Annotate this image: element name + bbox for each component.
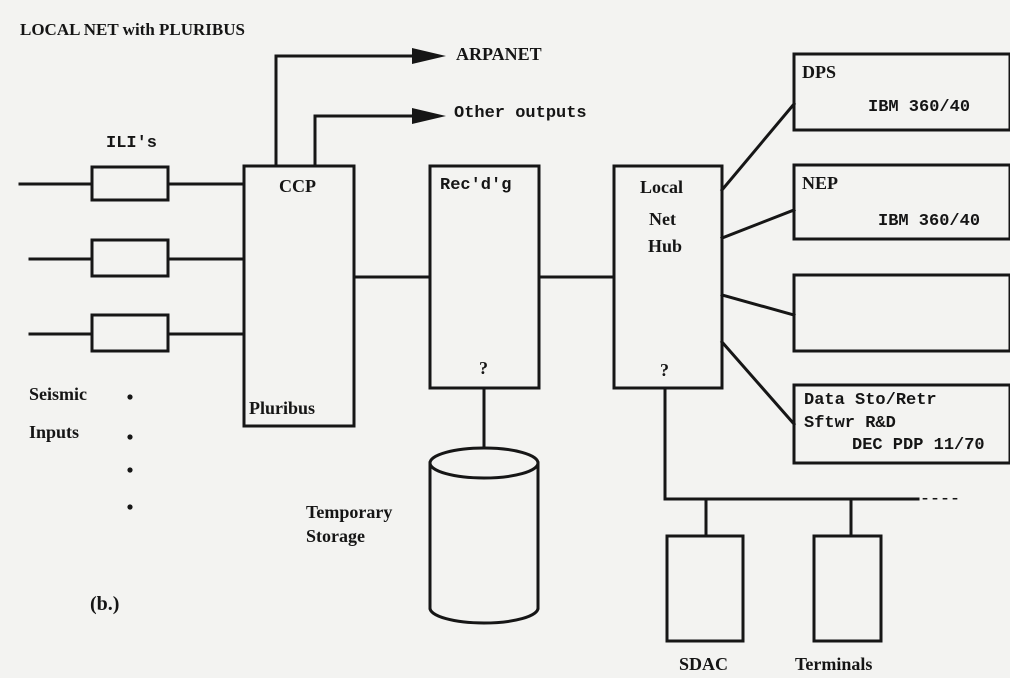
data-storage-machine: DEC PDP 11/70: [852, 436, 985, 455]
ili-label: ILI's: [106, 134, 158, 153]
hub-to-nep-line: [720, 208, 796, 240]
dps-box: [792, 52, 1010, 132]
blank-system-box: [792, 273, 1010, 353]
pluribus-label: Pluribus: [249, 398, 316, 418]
data-storage-line2: Sftwr R&D: [804, 414, 896, 433]
dps-name: DPS: [802, 62, 837, 82]
storage-label-storage: Storage: [306, 526, 365, 546]
arpanet-arrowhead: [412, 48, 446, 64]
cylinder-top: [428, 446, 540, 480]
data-storage-name: Data Sto/Retr: [804, 391, 937, 410]
dps-machine: IBM 360/40: [868, 98, 971, 117]
other-outputs-line: [313, 114, 416, 168]
other-outputs-label: Other outputs: [454, 104, 587, 123]
arpanet-line: [274, 54, 416, 168]
ili-box-2: [90, 238, 170, 278]
data-storage-box: [792, 383, 1010, 465]
hub-label-local: Local: [640, 177, 683, 197]
recording-label: Rec'd'g: [440, 176, 512, 195]
seismic-dot-1: [127, 394, 133, 400]
hub-question: ?: [660, 360, 669, 380]
recording-question: ?: [479, 358, 488, 378]
hub-bus-line: [663, 386, 920, 501]
hub-to-dps-line: [719, 101, 797, 193]
ccp-box: [242, 164, 356, 428]
hub-label-net: Net: [649, 209, 676, 229]
diagram-title: LOCAL NET with PLURIBUS: [20, 20, 245, 39]
seismic-dot-3: [127, 467, 133, 473]
hub-to-box3-line: [720, 293, 796, 317]
figure-label: (b.): [90, 593, 120, 615]
terminals-label: Terminals: [795, 654, 873, 674]
terminals-box: [812, 534, 883, 643]
seismic-dot-4: [127, 504, 133, 510]
hub-label-hub: Hub: [648, 236, 683, 256]
hub-box: [612, 164, 724, 390]
arpanet-label: ARPANET: [456, 44, 542, 64]
seismic-label: Seismic: [29, 384, 87, 404]
storage-label-temporary: Temporary: [306, 502, 393, 522]
nep-name: NEP: [802, 173, 838, 193]
sdac-label: SDAC: [679, 654, 729, 674]
sdac-box: [665, 534, 745, 643]
recording-box: [428, 164, 541, 390]
nep-box: [792, 163, 1010, 241]
hub-to-data-line: [719, 339, 797, 427]
nep-machine: IBM 360/40: [878, 212, 981, 231]
cylinder-bottom: [428, 606, 540, 625]
bus-continuation: ----: [922, 487, 962, 507]
inputs-label: Inputs: [29, 422, 80, 442]
seismic-dot-2: [127, 434, 133, 440]
ili-box-1: [90, 165, 170, 202]
other-outputs-arrowhead: [412, 108, 446, 124]
ili-box-3: [90, 313, 170, 353]
ccp-label: CCP: [279, 176, 316, 196]
